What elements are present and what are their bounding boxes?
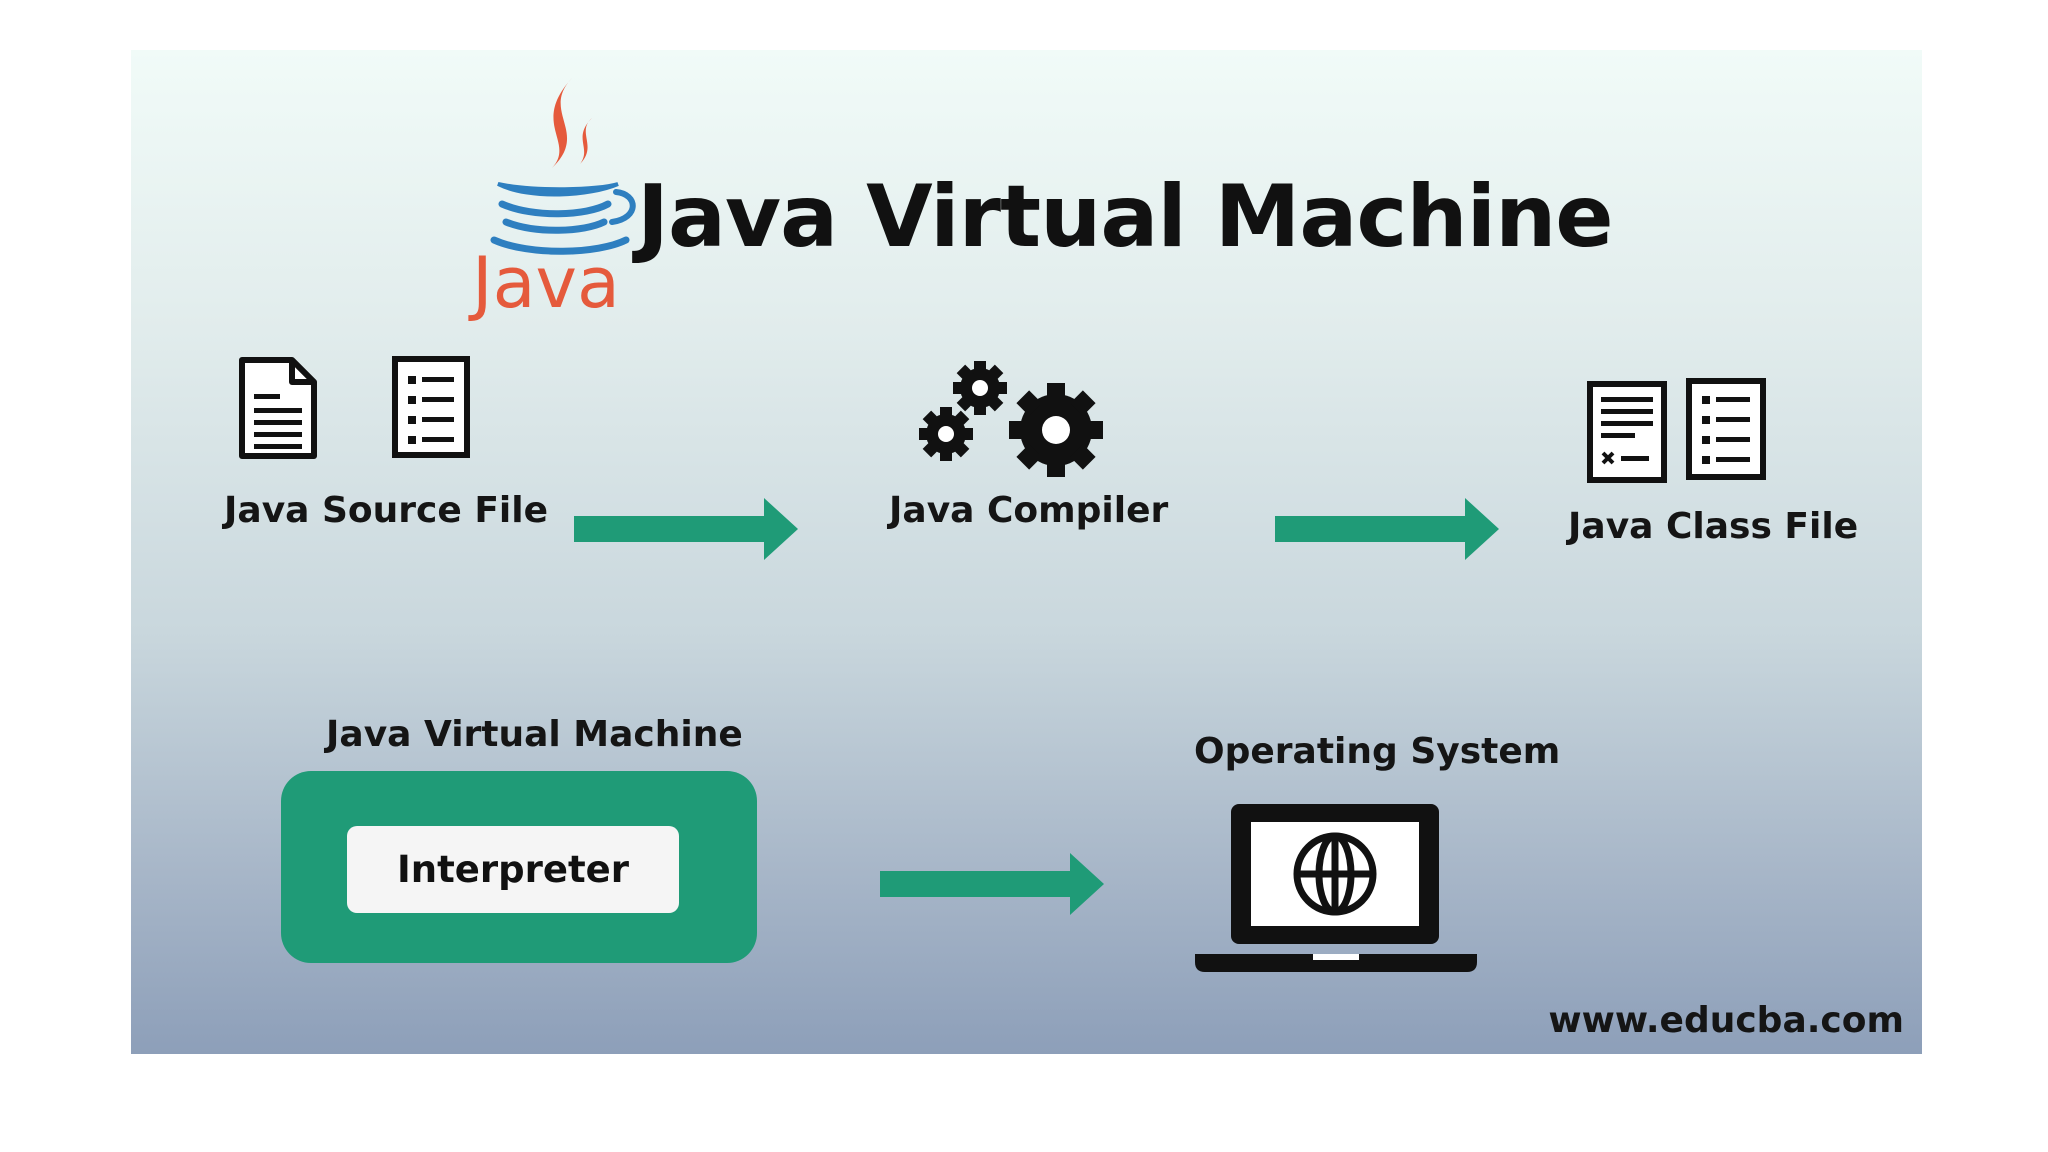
checklist-icon	[1686, 378, 1766, 480]
java-logo-icon	[490, 78, 636, 255]
source-file-label: Java Source File	[224, 490, 548, 531]
os-label: Operating System	[1194, 731, 1561, 772]
arrow-jvm-to-os	[880, 853, 1104, 915]
arrow-compiler-to-class-file	[1275, 498, 1499, 560]
diagram-title: Java Virtual Machine	[637, 167, 1614, 267]
code-document-icon	[1587, 381, 1667, 483]
document-icon	[239, 357, 317, 459]
checklist-icon	[392, 356, 470, 458]
jvm-label: Java Virtual Machine	[326, 714, 743, 755]
java-wordmark: Java	[472, 242, 620, 324]
interpreter-box: Interpreter	[347, 826, 679, 913]
compiler-label: Java Compiler	[889, 490, 1169, 531]
class-file-label: Java Class File	[1568, 506, 1859, 547]
gears-icon	[919, 361, 1103, 477]
watermark-url: www.educba.com	[1548, 1000, 1904, 1041]
laptop-globe-icon	[1195, 804, 1477, 972]
arrow-source-to-compiler	[574, 498, 798, 560]
